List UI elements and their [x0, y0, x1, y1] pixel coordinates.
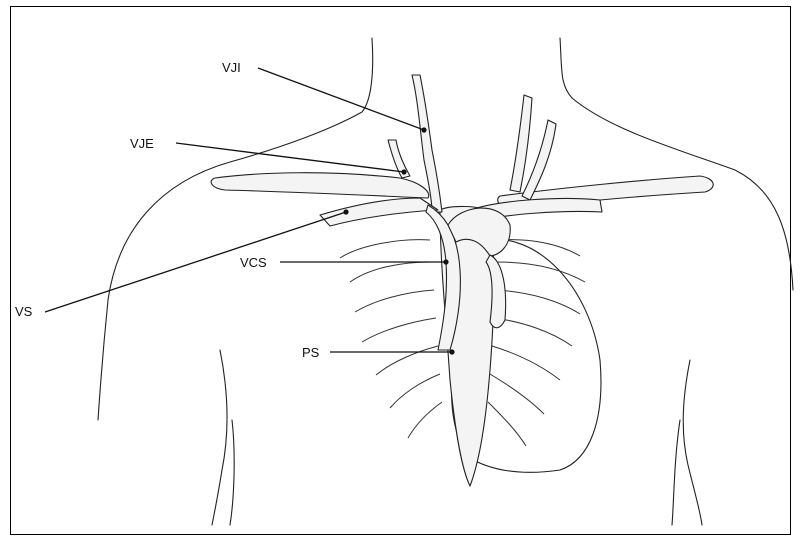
- ribs-right: [488, 240, 585, 446]
- label-vs: VS: [15, 304, 33, 319]
- label-vcs: VCS: [240, 255, 267, 270]
- label-ps: PS: [302, 345, 320, 360]
- label-vje: VJE: [130, 136, 154, 151]
- ribs-left: [340, 240, 442, 438]
- clavicles: [211, 173, 713, 210]
- label-vji: VJI: [222, 60, 241, 75]
- labels: VJI VJE VCS VS PS: [15, 60, 320, 360]
